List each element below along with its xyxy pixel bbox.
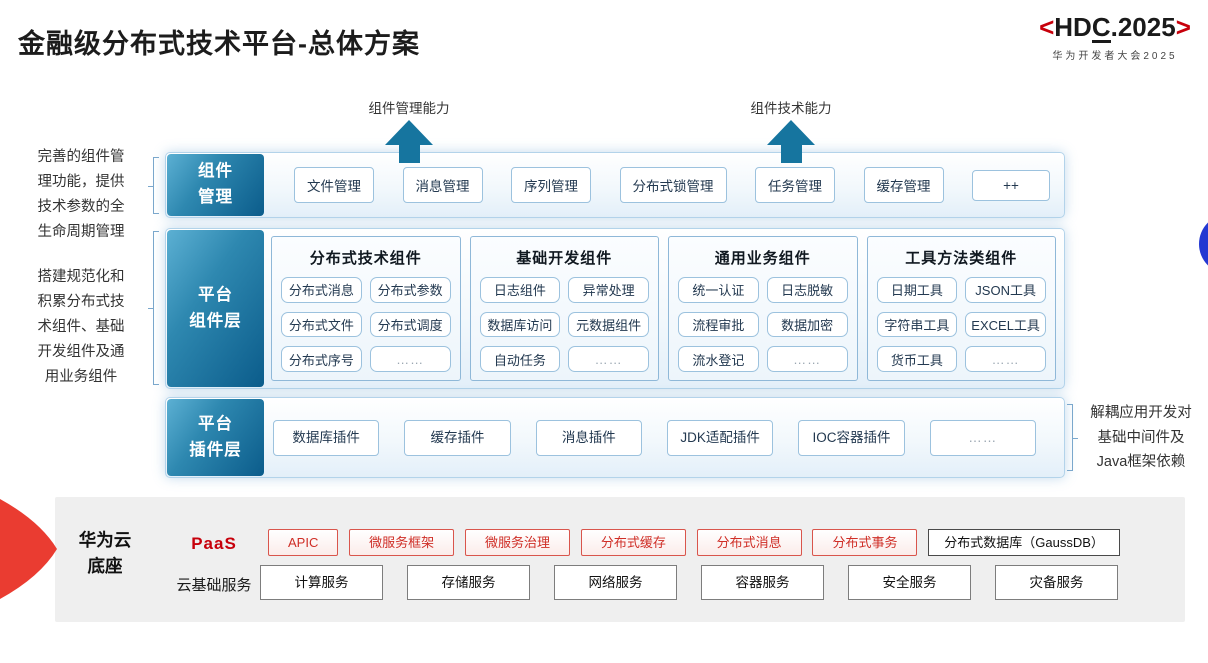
component-chip: 日志组件 (479, 277, 561, 303)
component-chip: 异常处理 (568, 277, 649, 303)
component-chip: …… (965, 346, 1046, 372)
component-chip: …… (766, 346, 848, 372)
plugin-chip: 消息插件 (535, 419, 642, 456)
service-chip: 灾备服务 (995, 565, 1118, 600)
paas-chip: 微服务框架 (349, 529, 455, 556)
component-chip: 流程审批 (678, 311, 759, 338)
capability-arrow-label: 组件管理能力 (368, 101, 450, 116)
component-chip: 文件管理 (294, 167, 374, 203)
column-common-business: 通用业务组件 统一认证日志脱敏流程审批数据加密流水登记 …… (668, 236, 858, 381)
component-chip: EXCEL工具 (965, 311, 1046, 338)
foundation-label: 华为云 底座 (78, 530, 132, 576)
paas-chip: 分布式缓存 (580, 529, 686, 556)
column-title: 基础开发组件 (516, 250, 613, 267)
logo-left-angle-icon: < (1039, 12, 1055, 42)
plugin-chip: IOC容器插件 (798, 419, 905, 456)
logo-subtitle: 华为开发者大会2025 (1052, 51, 1178, 62)
layer-label-platform-components: 平台 组件层 (167, 230, 264, 387)
platform-component-layer-panel: 平台 组件层 分布式技术组件 分布式消息分布式参数分布式文件分布式调度分布式序号… (165, 228, 1065, 389)
paas-chip: APIC (268, 529, 339, 556)
plugin-chip: 数据库插件 (273, 419, 380, 456)
huawei-cloud-foundation-panel (55, 497, 1185, 622)
service-chip: 计算服务 (260, 565, 383, 600)
hdc-logo: <HDC.2025> 华为开发者大会2025 (1030, 12, 1200, 62)
component-chip: 分布式序号 (281, 346, 362, 372)
component-chip: 日志脱敏 (766, 277, 848, 303)
plugin-items: 数据库插件缓存插件消息插件 JDK适配插件 IOC容器插件 …… (273, 398, 1036, 477)
component-chip: 序列管理 (511, 167, 591, 203)
paas-items: APIC 微服务框架微服务治理分布式缓存分布式消息分布式事务 分布式数据库（Gau… (268, 529, 1120, 556)
component-chip: 自动任务 (479, 346, 561, 372)
column-basic-dev: 基础开发组件 日志组件异常处理数据库访问元数据组件自动任务 …… (469, 236, 659, 381)
column-tool-methods: 工具方法类组件 日期工具 JSON工具字符串工具 EXCEL工具货币工具 …… (866, 236, 1056, 381)
left-bracket (148, 231, 159, 385)
component-chip: 货币工具 (876, 346, 958, 372)
hdc-logo-text: <HDC.2025> (1039, 12, 1191, 43)
component-chip: 分布式消息 (281, 277, 362, 303)
iaas-label: 云基础服务 (176, 577, 252, 594)
component-chip: JSON工具 (965, 277, 1046, 303)
plugin-chip: …… (929, 419, 1036, 456)
up-arrow-icon (767, 120, 815, 163)
component-chip: 分布式锁管理 (619, 167, 727, 203)
column-title: 工具方法类组件 (905, 250, 1018, 267)
note-decoupling: 解耦应用开发对 基础中间件及 Java框架依赖 (1090, 405, 1192, 470)
column-distributed-tech: 分布式技术组件 分布式消息分布式参数分布式文件分布式调度分布式序号 …… (271, 236, 461, 381)
component-chip: 数据加密 (766, 311, 848, 338)
paas-chip: 微服务治理 (464, 529, 570, 556)
left-bracket (148, 157, 159, 214)
service-chip: 安全服务 (848, 565, 971, 600)
layer-label-platform-plugins: 平台 插件层 (167, 399, 264, 476)
component-chip: 流水登记 (678, 346, 759, 372)
component-chip: …… (369, 346, 451, 372)
logo-right-angle-icon: > (1175, 12, 1191, 42)
component-management-panel: 组件 管理 文件管理消息管理序列管理分布式锁管理任务管理缓存管理 ++ (165, 152, 1065, 218)
service-chip: 存储服务 (407, 565, 530, 600)
gaussdb-chip: 分布式数据库（GaussDB） (928, 529, 1120, 556)
up-arrow-icon (385, 120, 433, 163)
component-chip: 元数据组件 (568, 311, 649, 338)
right-bracket (1067, 404, 1078, 471)
paas-label: PaaS (191, 534, 237, 553)
component-chip: 日期工具 (876, 277, 958, 303)
plugin-chip: 缓存插件 (404, 419, 511, 456)
capability-arrow-label: 组件技术能力 (750, 101, 832, 116)
capability-management-arrow: 组件管理能力 (339, 97, 479, 163)
component-chip: 缓存管理 (863, 167, 944, 203)
component-chip: 数据库访问 (479, 311, 561, 338)
service-chip: 容器服务 (701, 565, 824, 600)
component-chip: ++ (972, 169, 1050, 201)
column-title: 通用业务组件 (714, 250, 811, 267)
note-platform-components: 搭建规范化和 积累分布式技 术组件、基础 开发组件及通 用业务组件 (37, 269, 125, 385)
paas-chip: 分布式事务 (812, 529, 918, 556)
paas-chip: 分布式消息 (696, 529, 802, 556)
component-chip: 分布式文件 (281, 311, 362, 338)
column-title: 分布式技术组件 (309, 250, 422, 267)
capability-technology-arrow: 组件技术能力 (721, 97, 861, 163)
component-columns: 分布式技术组件 分布式消息分布式参数分布式文件分布式调度分布式序号 …… 基础开发… (271, 236, 1056, 381)
component-chip: …… (568, 346, 649, 372)
platform-plugin-layer-panel: 平台 插件层 数据库插件缓存插件消息插件 JDK适配插件 IOC容器插件 …… (165, 397, 1065, 478)
red-arrow-icon (0, 499, 57, 599)
component-chip: 字符串工具 (876, 311, 958, 338)
blue-circle-decoration (1199, 214, 1208, 274)
cloud-service-items: 计算服务存储服务网络服务容器服务安全服务灾备服务 (260, 565, 1118, 600)
component-chip: 分布式参数 (369, 277, 451, 303)
component-mgmt-items: 文件管理消息管理序列管理分布式锁管理任务管理缓存管理 ++ (294, 153, 1050, 217)
service-chip: 网络服务 (554, 565, 677, 600)
layer-label-component-mgmt: 组件 管理 (167, 154, 264, 216)
component-chip: 分布式调度 (369, 311, 451, 338)
component-chip: 消息管理 (402, 167, 483, 203)
component-chip: 任务管理 (755, 167, 835, 203)
note-component-management: 完善的组件管 理功能，提供 技术参数的全 生命周期管理 (37, 149, 125, 240)
plugin-chip: JDK适配插件 (666, 419, 774, 456)
page-title: 金融级分布式技术平台-总体方案 (18, 29, 420, 59)
component-chip: 统一认证 (678, 277, 759, 303)
